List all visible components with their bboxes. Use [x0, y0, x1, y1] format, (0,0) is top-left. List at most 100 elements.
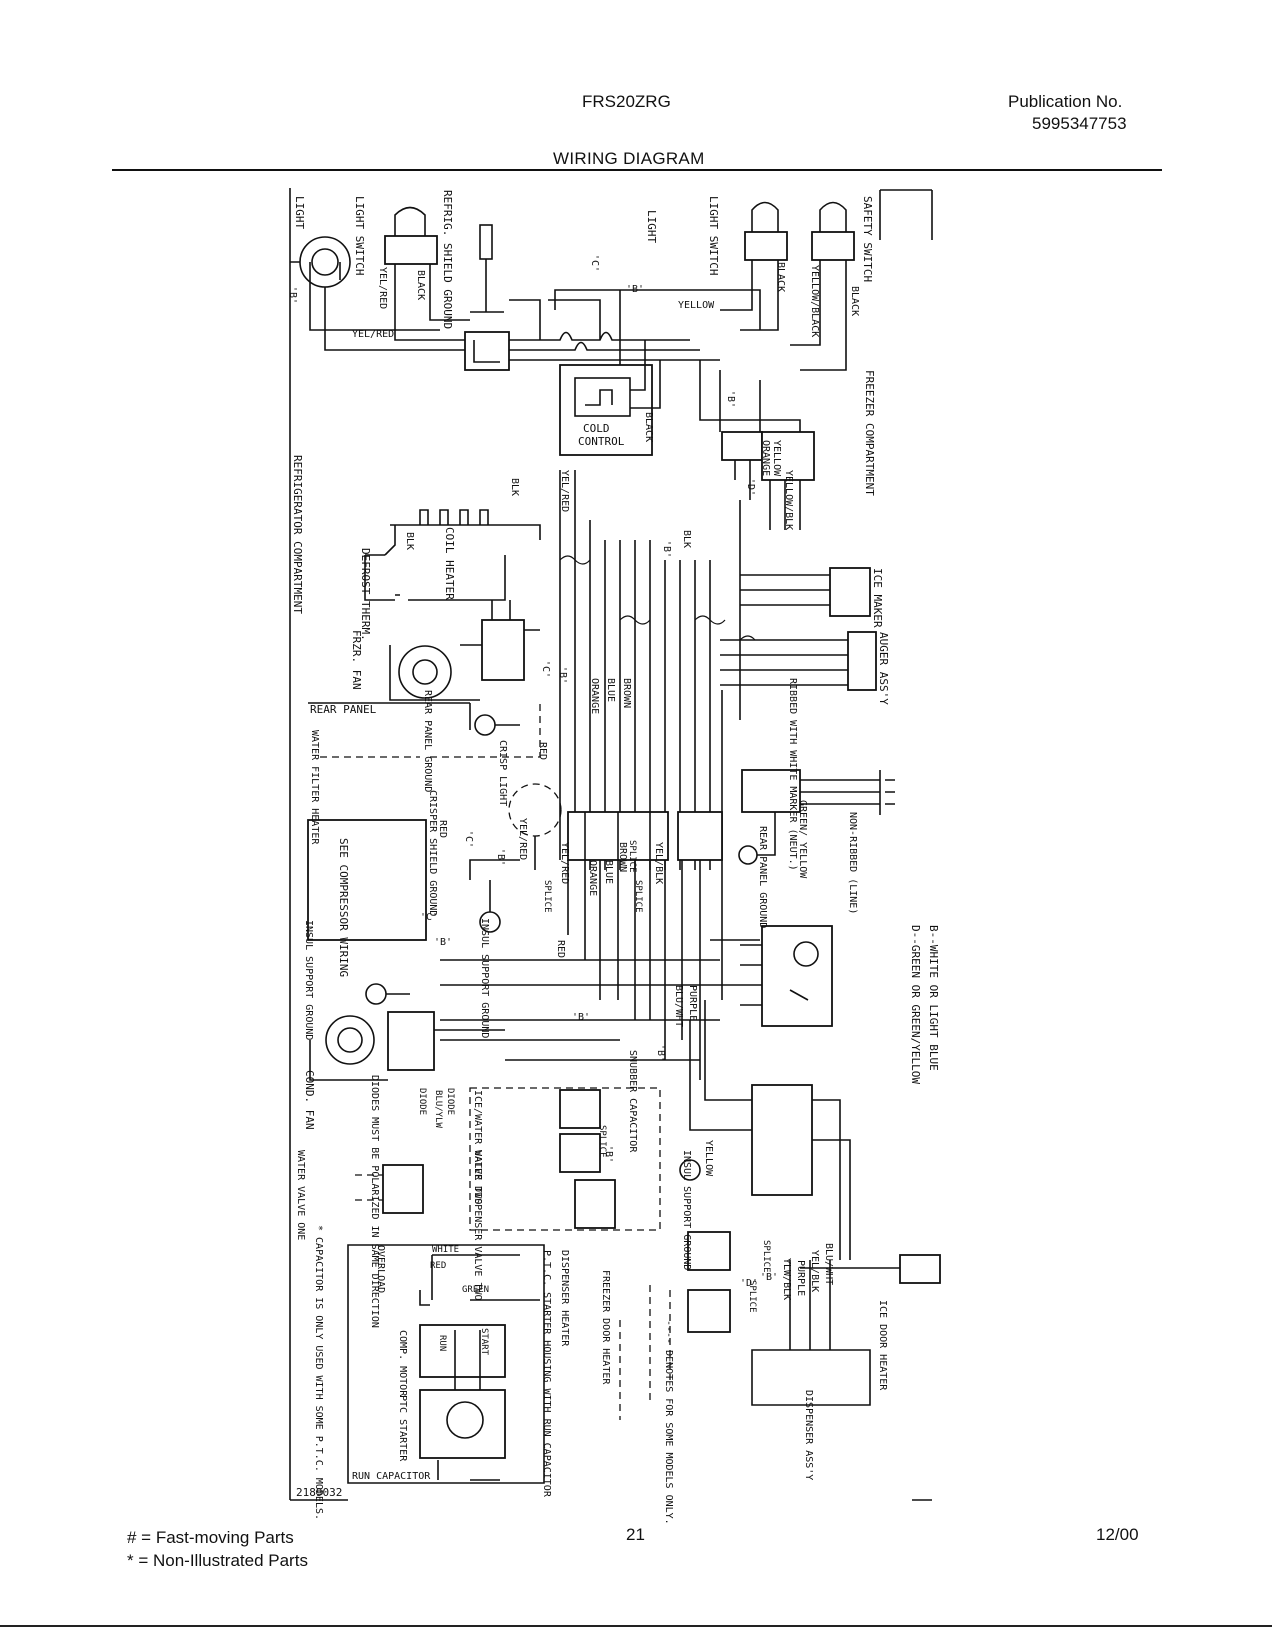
label-freezer-compartment: FREEZER COMPARTMENT — [863, 370, 876, 496]
label-overload: OVERLOAD — [375, 1245, 386, 1293]
label-light-switch-left: LIGHT SWITCH — [353, 196, 366, 275]
light-switch-right-symbol — [720, 201, 788, 331]
label-splice-6: SPLICE — [627, 840, 637, 873]
label-light-left: LIGHT — [293, 196, 306, 229]
wire-label-black-2: BLACK — [775, 262, 786, 292]
wire-label-purple-2: PURPLE — [795, 1260, 806, 1296]
wire-label-black-4: BLACK — [643, 412, 654, 442]
wire-label-blue-2: BLUE — [603, 860, 614, 884]
marker-c-4: 'C' — [420, 912, 438, 923]
label-ribbed-with-marker: RIBBED WITH WHITE MARKER (NEUT.) — [787, 678, 798, 871]
label-red-small: RED — [430, 1261, 446, 1271]
insul-support-ground-left-symbol — [365, 983, 387, 1005]
marker-b-3: 'B' — [725, 390, 736, 408]
wire-label-black-1: BLACK — [415, 270, 426, 300]
publication-date: 12/00 — [1096, 1525, 1139, 1544]
header-divider — [112, 169, 1162, 171]
footer-divider — [0, 1625, 1272, 1627]
label-d-legend: D--GREEN OR GREEN/YELLOW — [909, 925, 922, 1084]
label-splice-1: SPLICE — [542, 880, 552, 913]
harness-wiggles — [559, 555, 756, 641]
refrig-shield-ground-symbol — [470, 224, 504, 313]
label-cond-fan: COND. FAN — [303, 1070, 316, 1130]
ptc-starter-housing — [347, 1244, 545, 1484]
top-connector — [464, 331, 510, 371]
label-ice-water-valve-two: ICE/WATER VALVE TWO — [472, 1090, 483, 1204]
freezer-corner — [879, 189, 932, 240]
label-non-ribbed-line: NON-RIBBED (LINE) — [847, 812, 858, 914]
marker-b-11: 'B' — [760, 1272, 778, 1283]
line-connector — [738, 769, 895, 865]
wire-label-blu-wht-1: BLU/WHT — [673, 985, 684, 1027]
ice-water-valve-two-symbol — [469, 1087, 661, 1231]
label-dispenser-heater: DISPENSER HEATER — [559, 1250, 570, 1347]
label-cold-control-1: COLD — [583, 422, 610, 435]
cold-control-symbol — [559, 340, 661, 456]
diagram-border-right — [912, 190, 933, 1501]
legend-fast-moving: # = Fast-moving Parts — [127, 1528, 294, 1547]
marker-b-1: 'B' — [287, 286, 298, 304]
label-diodes-note: DIODES MUST BE POLARIZED IN SAME DIRECTI… — [369, 1075, 380, 1328]
label-auger-assy: AUGER ASS'Y — [877, 632, 890, 705]
label-refrig-shield-ground: REFRIG. SHIELD GROUND — [441, 190, 454, 329]
central-junction-block-right — [677, 811, 723, 861]
legend-non-illustrated: * = Non-Illustrated Parts — [127, 1551, 308, 1570]
wire-label-yel-blk-2: YEL/BLK — [809, 1250, 820, 1292]
label-comp-motor: COMP. MOTOR — [397, 1330, 408, 1397]
top-harness-wires — [509, 289, 761, 370]
wire-label-red-3: RED — [555, 940, 566, 958]
wire-label-yel-red-1: YEL/RED — [377, 267, 388, 309]
wire-label-blue-1: BLUE — [605, 678, 616, 702]
lower-right-connector — [679, 1000, 851, 1260]
page-title: WIRING DIAGRAM — [553, 149, 705, 168]
label-light-switch-right: LIGHT SWITCH — [707, 196, 720, 275]
wire-label-red-2: RED — [437, 820, 448, 838]
wire-label-purple-1: PURPLE — [687, 985, 698, 1021]
wire-label-orange-2: ORANGE — [589, 678, 600, 714]
label-capacitor-note: * CAPACITOR IS ONLY USED WITH SOME P.T.C… — [313, 1225, 324, 1520]
crisp-light-symbol — [508, 783, 562, 870]
wire-label-yel-red-2: YEL/RED — [352, 329, 394, 340]
rear-panel — [308, 700, 541, 758]
cond-fan-symbol — [309, 1011, 505, 1081]
marker-d-1: 'D' — [745, 478, 756, 496]
label-run: RUN — [437, 1335, 447, 1351]
coil-heater-symbol — [364, 509, 541, 601]
freezer-connectors — [699, 360, 815, 530]
label-diode-2: DIODE — [445, 1088, 455, 1115]
safety-switch-symbol — [790, 201, 855, 371]
label-coil-heater: COIL HEATER — [443, 527, 456, 600]
wire-label-brown-1: BROWN — [621, 678, 632, 708]
label-white-small: WHITE — [432, 1245, 459, 1255]
label-water-dispenser-valve-two: WATER DISPENSER VALVE TWO — [472, 1150, 483, 1301]
wire-label-orange-3: ORANGE — [587, 860, 598, 896]
light-switch-left-symbol — [324, 206, 470, 351]
water-dispenser-valve-two-symbol — [574, 1179, 616, 1229]
label-crisp-light: CRISP LIGHT — [497, 740, 508, 806]
wire-label-ylw-blk: YLW/BLK — [781, 1258, 792, 1300]
marker-b-4: 'B' — [661, 540, 672, 558]
label-rear-panel: REAR PANEL — [310, 703, 377, 716]
label-splice-3: SPLICE — [597, 1125, 607, 1158]
wire-label-blu-ylw: BLU/YLW — [433, 1090, 443, 1129]
lower-horizontal-wires — [440, 959, 740, 1061]
marker-c-2: 'C' — [540, 660, 551, 678]
publication-label: Publication No. — [1008, 92, 1123, 111]
label-freezer-door-heater: FREEZER DOOR HEATER — [600, 1270, 611, 1385]
label-safety-switch: SAFETY SWITCH — [861, 196, 874, 282]
label-splice-4: SPLICE — [761, 1240, 771, 1273]
wire-label-yel-red-4: YEL/RED — [517, 818, 528, 860]
wire-label-blk-2: BLK — [404, 532, 415, 550]
label-splice-5: SPLICE — [747, 1280, 757, 1313]
marker-d-2: 'D' — [740, 1278, 758, 1289]
wire-label-yellow-2: YELLOW — [771, 440, 782, 477]
label-cold-control-2: CONTROL — [578, 435, 625, 448]
wire-label-yellow-black: YELLOW/BLACK — [809, 265, 820, 337]
vertical-harness-wires — [559, 470, 741, 870]
ice-door-heater-connector — [800, 1254, 941, 1284]
marker-b-7: 'B' — [434, 937, 452, 948]
wire-label-blk-3: BLK — [681, 530, 692, 548]
thermostat-box — [740, 925, 833, 1027]
label-green-small: GREEN — [462, 1285, 489, 1295]
water-valve-one-symbol — [355, 1164, 424, 1214]
